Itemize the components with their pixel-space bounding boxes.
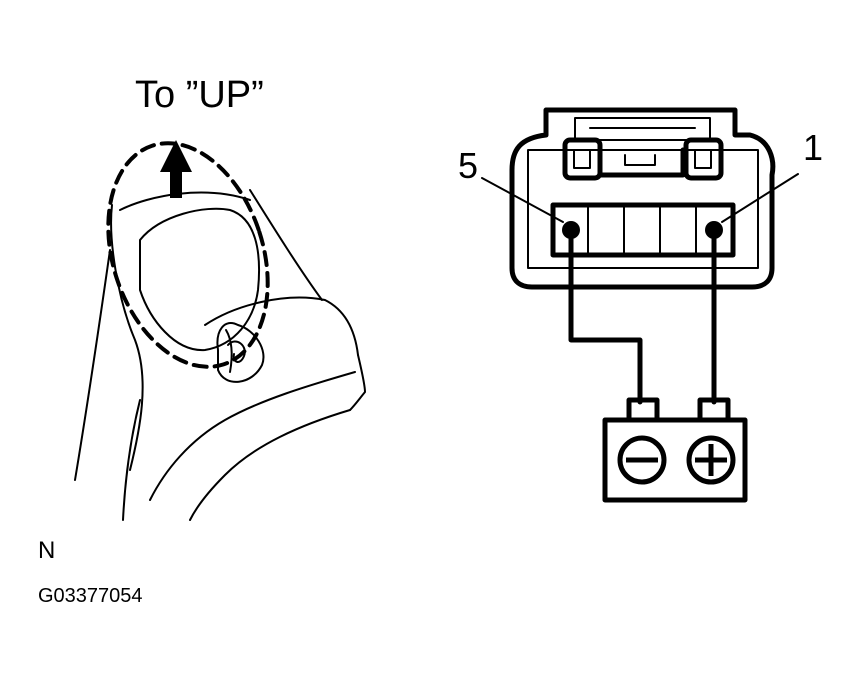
connector-window-right [683,137,724,181]
headrest-crease [119,191,251,211]
seat-cushion-edge [189,409,351,521]
pin-label-5: 5 [458,145,478,186]
battery-post-negative [626,397,660,423]
seat-cushion-fold [149,371,356,501]
seat-back-front [110,204,144,471]
seat-back-outline [74,249,111,481]
pin-1-leader [721,173,799,223]
battery-body [602,417,748,503]
up-arrow-icon [160,140,192,198]
battery [602,397,748,503]
headrest-release-button-icon [216,322,265,383]
pin-5-leader [481,177,564,223]
headrest-lower [139,207,261,352]
seat-back-right [249,189,323,301]
connector-lock-tab [597,147,686,178]
connector-diagram: 5 1 [458,107,823,405]
figure-id: G03377054 [38,585,143,607]
pin-label-1: 1 [803,127,823,168]
seat-cushion-side [349,354,366,411]
connector-window-left-inner [573,149,591,169]
connector-window-left [562,137,603,181]
seat-back-lower [122,399,141,521]
direction-label: To ”UP” [135,74,264,116]
headrest-raised-outline [106,141,270,369]
connector-lock-notch [624,154,656,166]
seat-illustration: To ”UP” [74,74,366,521]
negative-terminal-icon [617,435,667,485]
seat-cushion-top [204,296,359,356]
connector-housing [509,107,776,290]
view-code: N [38,537,55,564]
terminal-cavity-row [550,202,736,258]
positive-terminal-icon [686,435,736,485]
connector-window-right-inner [694,149,712,169]
wire-terminal-5-to-negative [568,229,643,405]
